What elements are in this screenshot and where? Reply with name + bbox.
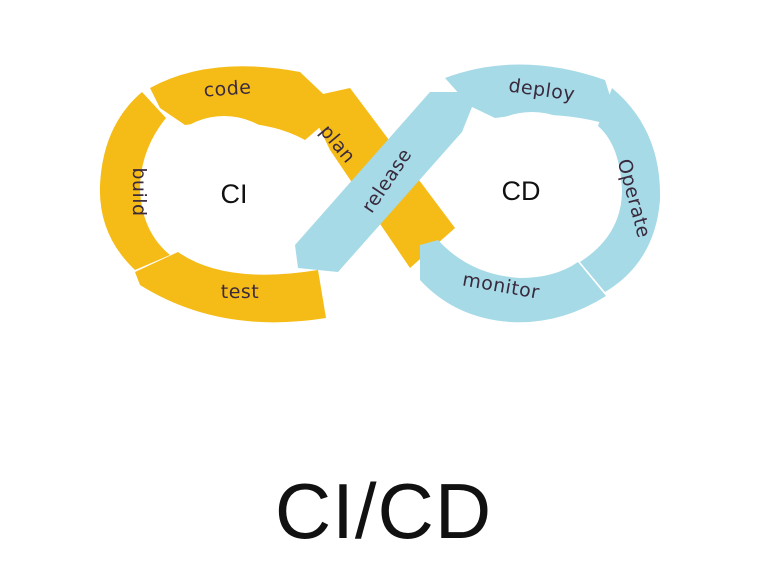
segment-test bbox=[135, 252, 326, 323]
ci-hub bbox=[152, 116, 296, 260]
segment-monitor bbox=[420, 240, 606, 323]
cd-hub bbox=[458, 112, 606, 260]
infinity-diagram: code plan build test deploy release Oper… bbox=[99, 64, 661, 323]
segment-operate bbox=[580, 88, 661, 292]
stage-label-build: build bbox=[128, 167, 150, 216]
segment-build bbox=[99, 92, 170, 270]
segment-release-overlay bbox=[300, 96, 470, 266]
cd-label: CD bbox=[502, 176, 541, 206]
stage-label-code: code bbox=[203, 76, 252, 101]
page-title: CI/CD bbox=[274, 467, 493, 555]
ci-label: CI bbox=[221, 179, 248, 209]
segment-deploy bbox=[445, 64, 620, 128]
stage-label-test: test bbox=[221, 281, 260, 303]
